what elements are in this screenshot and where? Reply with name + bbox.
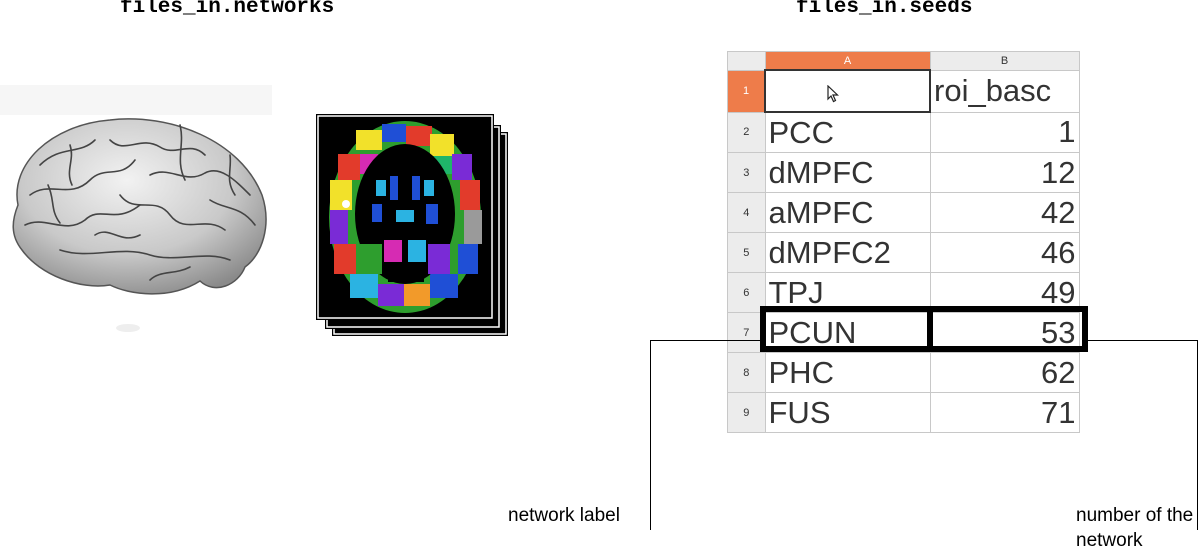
row-header[interactable]: 7 — [727, 312, 766, 353]
network-number-highlight — [927, 306, 1088, 352]
cell-a1[interactable] — [764, 69, 931, 113]
network-label-cell[interactable]: PHC — [764, 352, 931, 393]
network-number-cell[interactable]: 62 — [929, 352, 1080, 393]
network-label-highlight — [760, 306, 933, 352]
row-header[interactable]: 2 — [727, 111, 766, 153]
network-number-cell[interactable]: 71 — [929, 392, 1080, 433]
column-header-a[interactable]: A — [764, 51, 931, 71]
network-number-annotation: number of the network — [1076, 505, 1194, 551]
network-number-cell[interactable]: 1 — [929, 111, 1080, 153]
table-row: 6 TPJ 49 — [727, 272, 1080, 313]
network-number-cell[interactable]: 42 — [929, 192, 1080, 233]
row-header[interactable]: 9 — [727, 392, 766, 433]
row-header[interactable]: 6 — [727, 272, 766, 313]
table-row: 2 PCC 1 — [727, 111, 1080, 153]
network-label-cell[interactable]: dMPFC — [764, 152, 931, 193]
cell-b1[interactable]: roi_basc — [929, 69, 1080, 113]
number-leader-line — [1197, 340, 1198, 530]
label-leader-line — [650, 340, 762, 341]
table-row: 8 PHC 62 — [727, 352, 1080, 393]
select-all-corner[interactable] — [727, 51, 766, 71]
label-leader-line — [650, 340, 651, 530]
table-row: 7 PCUN 53 — [727, 312, 1080, 353]
brain-surface-icon — [0, 85, 272, 335]
network-label-cell[interactable]: aMPFC — [764, 192, 931, 233]
network-label-cell[interactable]: TPJ — [764, 272, 931, 313]
seeds-heading: files_in.seeds — [796, 0, 973, 19]
number-leader-line — [1088, 340, 1198, 341]
mouse-pointer-icon — [827, 75, 840, 110]
column-header-b[interactable]: B — [929, 51, 1080, 71]
network-label-annotation: network label — [508, 505, 620, 526]
network-label-cell[interactable]: dMPFC2 — [764, 232, 931, 273]
network-label-cell[interactable]: PCC — [764, 111, 931, 153]
table-row: 3 dMPFC 12 — [727, 152, 1080, 193]
row-header[interactable]: 8 — [727, 352, 766, 393]
row-header[interactable]: 1 — [727, 69, 766, 113]
table-row: 9 FUS 71 — [727, 392, 1080, 433]
row-header[interactable]: 4 — [727, 192, 766, 233]
networks-heading: files_in.networks — [120, 0, 335, 19]
network-number-cell[interactable]: 46 — [929, 232, 1080, 273]
seeds-spreadsheet: A B 1 roi_basc 2 PCC 1 3 dMPFC 12 4 aMPF… — [727, 51, 1080, 433]
network-number-cell[interactable]: 12 — [929, 152, 1080, 193]
network-label-cell[interactable]: FUS — [764, 392, 931, 433]
row-header[interactable]: 3 — [727, 152, 766, 193]
row-header[interactable]: 5 — [727, 232, 766, 273]
network-label-cell[interactable]: PCUN — [764, 312, 931, 353]
parcellation-stack-icon — [316, 114, 510, 338]
table-row: 5 dMPFC2 46 — [727, 232, 1080, 273]
table-row: 1 roi_basc — [727, 69, 1080, 113]
table-row: 4 aMPFC 42 — [727, 192, 1080, 233]
